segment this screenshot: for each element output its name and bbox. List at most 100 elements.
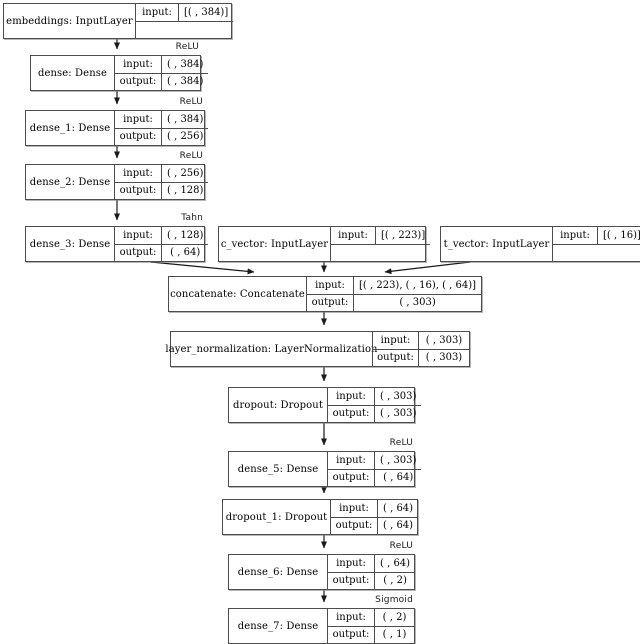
node-title-dropout: dropout: Dropout xyxy=(233,399,323,411)
node-title-dropout_1: dropout_1: Dropout xyxy=(225,511,328,523)
input-value-dense_7: ( , 2) xyxy=(374,609,414,626)
node-output-row-dense_2: output: ( , 128) xyxy=(115,181,209,199)
node-io-concatenate: input:[( , 223), ( , 16), ( , 64)]output… xyxy=(306,277,482,311)
node-io-dense_5: input: ( , 303) output: ( , 64) xyxy=(327,452,422,486)
output-value-dense_6: ( , 2) xyxy=(374,572,415,589)
node-input-row-dense_5: input: ( , 303) xyxy=(328,452,421,469)
input-label-layer_normalization: input: xyxy=(380,334,411,346)
input-label-dropout_1: input: xyxy=(339,502,369,514)
output-value-t_vector xyxy=(597,245,640,262)
node-io-dense_2: input: ( , 256) output: ( , 128) xyxy=(114,165,209,199)
node-title-dense_3: dense_3: Dense xyxy=(29,238,111,250)
activation-label-dense_6: ReLU xyxy=(389,541,413,551)
activation-label-dense: ReLU xyxy=(175,42,199,52)
output-label-dropout_1: output: xyxy=(335,520,373,532)
node-input-row-dense_3: input: ( , 128) xyxy=(115,227,208,244)
node-title-c_vector: c_vector: InputLayer xyxy=(220,238,329,250)
node-output-row-layer_normalization: output: ( , 303) xyxy=(373,348,469,366)
input-label-dense_1: input: xyxy=(123,113,153,125)
input-label-dense_6: input: xyxy=(336,557,366,569)
output-value-dense_7: ( , 1) xyxy=(374,626,414,643)
node-output-row-dense_3: output: ( , 64) xyxy=(115,243,209,261)
input-value-dense_1: ( , 384) xyxy=(161,111,208,128)
input-value-dense_5: ( , 303) xyxy=(374,452,421,469)
input-label-embeddings: input: xyxy=(142,6,172,18)
output-label-dense_5: output: xyxy=(332,472,370,484)
input-label-concatenate: input: xyxy=(315,279,345,291)
output-label-c_vector xyxy=(331,245,375,262)
input-value-embeddings: [( , 384)] xyxy=(178,4,233,21)
node-output-row-c_vector xyxy=(331,243,431,262)
output-label-dense_2: output: xyxy=(119,185,157,197)
edge-t_vector-to-concatenate xyxy=(384,261,471,275)
output-label-dense_1: output: xyxy=(119,131,157,143)
output-label-dense: output: xyxy=(119,76,157,88)
node-title-dense_2: dense_2: Dense xyxy=(29,176,111,188)
node-io-dense_7: input:( , 2) output: ( , 1) xyxy=(327,609,414,643)
output-label-embeddings xyxy=(136,22,178,39)
input-label-dense_2: input: xyxy=(123,167,153,179)
node-title-dense_6: dense_6: Dense xyxy=(237,566,319,578)
output-value-dense_5: ( , 64) xyxy=(374,469,421,486)
input-value-dense_2: ( , 256) xyxy=(161,165,208,182)
input-label-t_vector: input: xyxy=(560,229,590,241)
output-value-layer_normalization: ( , 303) xyxy=(418,349,469,366)
activation-label-dense_7: Sigmoid xyxy=(375,595,413,605)
node-dropout[interactable]: dropout: Dropout input:( , 303)output:( ,… xyxy=(228,387,422,423)
node-input-row-dense: input:( , 384) xyxy=(115,56,208,73)
input-label-c_vector: input: xyxy=(338,229,368,241)
node-title-dense_7: dense_7: Dense xyxy=(237,620,319,632)
node-io-dense_1: input: ( , 384) output: ( , 256) xyxy=(114,111,209,145)
node-dense_3[interactable]: dense_3: Dense input: ( , 128) output: ( , 6… xyxy=(25,226,209,262)
input-value-dropout: ( , 303) xyxy=(374,388,421,405)
node-io-t_vector: input:[( , 16)] xyxy=(552,227,640,261)
input-label-dense_3: input: xyxy=(123,229,153,241)
node-io-dense_3: input: ( , 128) output: ( , 64) xyxy=(114,227,209,261)
node-output-row-dense_7: output: ( , 1) xyxy=(328,625,414,643)
activation-label-dense_1: ReLU xyxy=(179,97,203,107)
node-io-dense: input:( , 384)output:( , 384) xyxy=(114,56,209,90)
node-input-row-dense_7: input:( , 2) xyxy=(328,609,414,626)
output-value-c_vector xyxy=(375,245,430,262)
output-value-dense_2: ( , 128) xyxy=(161,182,208,199)
node-input-row-dropout: input:( , 303) xyxy=(328,388,421,405)
node-io-dense_6: input:( , 64)output:( , 2) xyxy=(327,555,416,589)
output-label-layer_normalization: output: xyxy=(377,352,414,364)
activation-label-dense_5: ReLU xyxy=(389,438,413,448)
output-label-dense_7: output: xyxy=(332,629,370,641)
input-value-dense_6: ( , 64) xyxy=(374,555,415,572)
node-output-row-dense: output:( , 384) xyxy=(115,72,209,90)
activation-label-dense_2: ReLU xyxy=(179,151,203,161)
output-value-concatenate: ( , 303) xyxy=(353,294,481,311)
output-value-embeddings xyxy=(178,22,233,39)
node-title-embeddings: embeddings: InputLayer xyxy=(6,15,133,27)
node-input-row-dense_1: input: ( , 384) xyxy=(115,111,208,128)
node-title-concatenate: concatenate: Concatenate xyxy=(170,288,305,300)
node-embeddings[interactable]: embeddings: InputLayer input: [( , 384)] xyxy=(3,3,234,39)
node-dense_2[interactable]: dense_2: Dense input: ( , 256) output: ( , 1… xyxy=(25,164,209,200)
node-input-row-dense_2: input: ( , 256) xyxy=(115,165,208,182)
node-title-dense: dense: Dense xyxy=(38,67,107,79)
output-label-concatenate: output: xyxy=(311,297,349,309)
node-dense_7[interactable]: dense_7: Dense input:( , 2) output: ( , 1) xyxy=(228,608,415,644)
input-label-dense_5: input: xyxy=(336,454,366,466)
node-dense[interactable]: dense: Dense input:( , 384)output:( , 384… xyxy=(30,55,209,91)
output-value-dense_1: ( , 256) xyxy=(161,128,208,145)
node-input-row-layer_normalization: input:( , 303) xyxy=(373,332,469,349)
node-title-t_vector: t_vector: InputLayer xyxy=(443,238,550,250)
input-value-dense_3: ( , 128) xyxy=(161,227,208,244)
output-value-dense_3: ( , 64) xyxy=(161,244,208,261)
output-value-dropout_1: ( , 64) xyxy=(377,517,418,534)
node-output-row-dropout: output:( , 303) xyxy=(328,404,422,422)
output-label-dense_3: output: xyxy=(119,247,157,259)
